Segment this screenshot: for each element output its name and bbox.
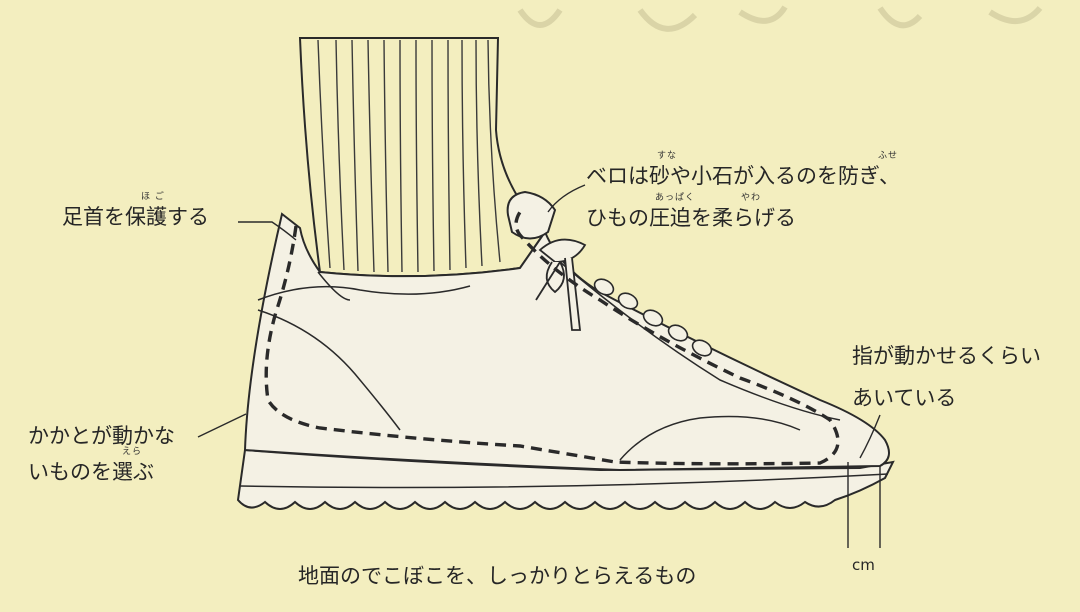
furigana-era: えら (122, 448, 142, 457)
furigana-hogo: ほ ご (141, 193, 165, 202)
label-ankle: 足首を保護する (62, 207, 209, 228)
label-heel-line1: かかとが動かな (28, 426, 175, 447)
label-toe-line1: 指が動かせるくらい (852, 346, 1041, 367)
label-heel-line2: いものを選ぶ (28, 462, 154, 483)
label-tongue-line1: ベロは砂や小石が入るのを防ぎ、 (586, 166, 900, 187)
label-tongue-line2: ひもの圧迫を柔らげる (586, 208, 796, 229)
furigana-fuse: ふせ (878, 152, 898, 161)
label-toe-line2: あいている (852, 388, 956, 409)
background-bleed-through (520, 7, 1040, 29)
label-unit-cm: cm (852, 558, 875, 573)
furigana-suna: すな (657, 152, 677, 161)
label-sole: 地面のでこぼこを、しっかりとらえるもの (298, 566, 696, 587)
sock (300, 38, 545, 276)
furigana-appaku: あっぱく (655, 194, 695, 203)
furigana-yawa: やわ (741, 194, 761, 203)
shoe-tongue (508, 192, 555, 239)
